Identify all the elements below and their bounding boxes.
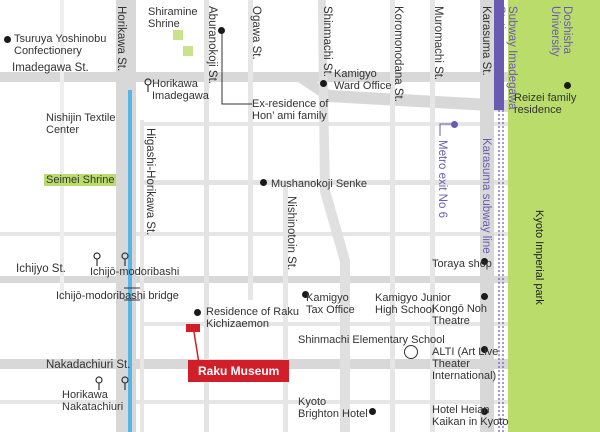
raku-museum-marker — [186, 324, 200, 332]
shinmachi-es-label: Shinmachi Elementary School — [298, 334, 445, 346]
subway-station-band — [494, 0, 504, 110]
shiramine-label: Shiramine Shrine — [148, 6, 198, 30]
horikawa-nakatachiuri-label: Horikawa Nakatachiuri — [62, 389, 124, 413]
koromonodana-road — [390, 0, 395, 432]
imadegawa-st-label: Imadegawa St. — [12, 62, 89, 74]
bus-stop-icon-ichijo — [93, 252, 101, 266]
kyoto-brighton-marker — [369, 408, 376, 415]
shiramine-torii-icon-2 — [183, 46, 193, 56]
toraya-label: Toraya shop — [432, 258, 492, 270]
shiramine-torii-icon — [173, 30, 183, 40]
minor-road-2 — [0, 232, 508, 236]
reizei-label: Reizei family residence — [514, 92, 577, 116]
karasuma-st-label: Karasuma St. — [480, 6, 492, 76]
minor-road-3 — [140, 322, 508, 326]
nishijin-label: Nishijin Textile Center — [46, 112, 116, 136]
kamigyo-ward-label: Kamigyo Ward Office — [334, 68, 392, 92]
tsuruya-marker — [4, 36, 11, 43]
ogawa-st-label: Ogawa St. — [250, 6, 262, 60]
reizei-marker — [564, 82, 571, 89]
kamigyo-jhs-label: Kamigyo Junior High School — [375, 292, 451, 316]
higashi-horikawa-st-label: Higashi-Horikawa St. — [144, 128, 156, 236]
imperial-park-label: Kyoto Imperial park — [533, 210, 545, 305]
heian-kaikan-marker — [481, 408, 488, 415]
doshisha-label: Doshisha University — [549, 6, 573, 57]
kamigyo-tax-label: Kamigyo Tax Office — [306, 292, 355, 316]
karasuma-road — [480, 0, 494, 432]
alti-marker — [481, 346, 488, 353]
ichijo-st-label: Ichijyo St. — [16, 263, 66, 275]
seimei-label: Seimei Shrine — [44, 174, 117, 186]
shinmachi-road — [318, 0, 350, 432]
nishinotoin-road — [283, 180, 288, 432]
ogawa-road — [248, 0, 253, 300]
kamigyo-tax-marker — [302, 291, 309, 298]
ichijo-modoribashi-stop-label: Ichijō-modoribashi — [90, 266, 180, 278]
metro-exit-label: Metro exit No 6 — [436, 140, 448, 218]
ichijo-modoribashi-bridge-label: Ichijō-modoribashi bridge — [56, 290, 179, 302]
bus-stop-icon-ichijo-2 — [121, 252, 129, 266]
kyoto-brighton-label: Kyoto Brighton Hotel — [298, 396, 368, 420]
bus-stop-icon-nakatachiuri — [95, 376, 103, 390]
higashi-horikawa-road — [140, 120, 144, 432]
alti-label: ALTI (Art Live Theater International) — [432, 346, 499, 382]
toraya-marker — [481, 258, 488, 265]
mushanokoji-marker — [260, 179, 267, 186]
aburanokoji-road — [204, 0, 209, 432]
honami-label: Ex-residence of Hon’ ami family — [252, 98, 329, 122]
honami-marker — [218, 27, 225, 34]
metro-exit-marker — [451, 121, 458, 128]
minor-road-4 — [0, 400, 508, 404]
raku-residence-marker — [194, 309, 201, 316]
heian-kaikan-label: Hotel Heian Kaikan in Kyoto — [432, 404, 509, 428]
bus-stop-icon-nakatachiuri-2 — [121, 376, 129, 390]
metro-exit-leader — [439, 123, 453, 136]
kongo-label: Kongō Noh Theatre — [432, 303, 488, 327]
nakadachiuri-st-label: Nakadachiuri St. — [46, 359, 131, 371]
mushanokoji-label: Mushanokoji Senke — [271, 178, 368, 190]
horikawa-imadegawa-label: Horikawa Imadegawa — [152, 78, 209, 102]
bus-stop-icon — [144, 78, 152, 92]
subway-entrance-icon — [404, 345, 418, 359]
karasuma-line-label: Karasuma subway line — [480, 138, 492, 254]
raku-museum-label[interactable]: Raku Museum — [188, 360, 290, 382]
shinmachi-st-label: Shinmachi St. — [321, 6, 333, 77]
tsuruya-label: Tsuruya Yoshinobu Confectionery — [14, 33, 107, 57]
horikawa-river — [128, 90, 132, 432]
raku-residence-label: Residence of Raku Kichizaemon — [206, 306, 299, 330]
kyoto-imperial-park-area — [508, 0, 600, 432]
west-road — [60, 0, 64, 300]
muromachi-road — [430, 0, 435, 432]
honami-leader — [221, 30, 252, 105]
imadegawa-road-bend — [180, 72, 508, 112]
kamigyo-ward-marker — [320, 80, 327, 87]
ichijo-road — [0, 276, 508, 283]
nishinotoin-st-label: Nishinotoin St. — [285, 196, 297, 271]
kongo-marker — [481, 293, 488, 300]
muromachi-st-label: Muromachi St. — [432, 6, 444, 81]
